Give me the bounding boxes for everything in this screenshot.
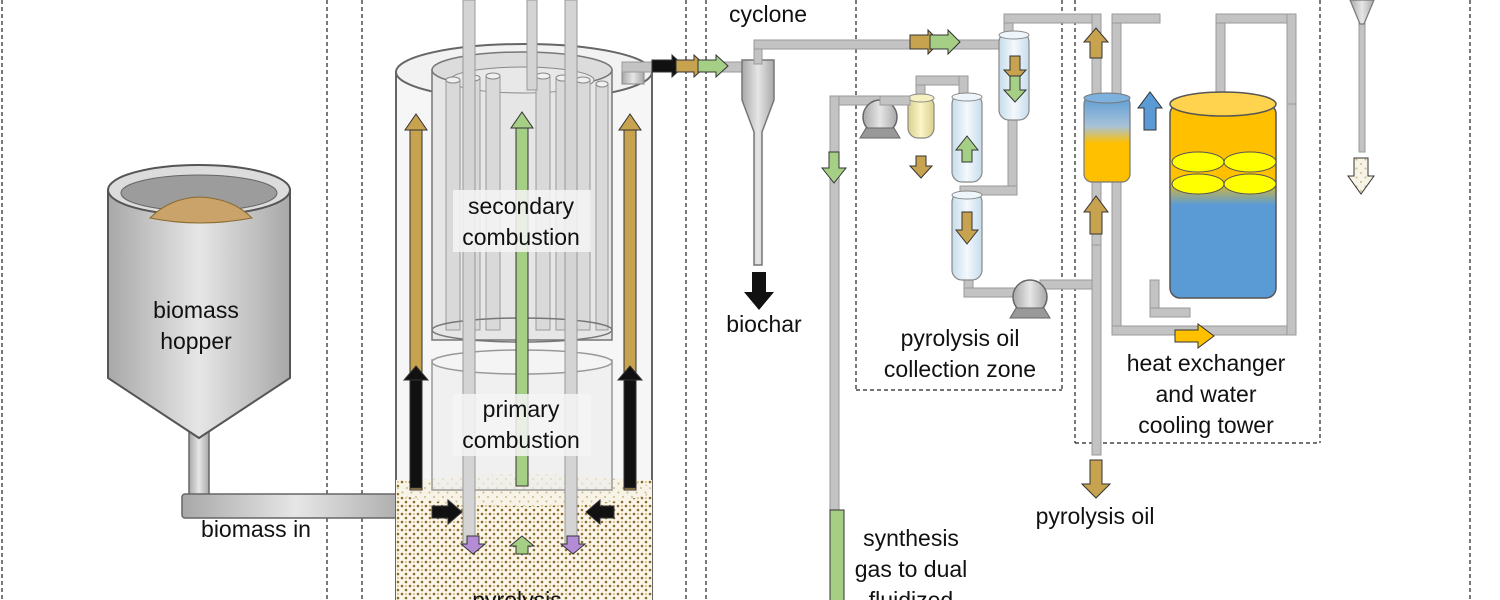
labels: cyclone biochar biomass hopper biomass i… [153, 1, 1285, 600]
biomass-in-label: biomass in [201, 516, 311, 542]
cooling-tower [1169, 91, 1277, 299]
oil-outlet-funnel [1347, 0, 1375, 195]
secondary-combustion-label-line2: combustion [462, 224, 580, 250]
cyclone [741, 39, 775, 310]
biomass-hopper-label-line2: hopper [160, 328, 232, 354]
secondary-combustion-label-line1: secondary [468, 193, 575, 219]
biomass-hopper-label-line1: biomass [153, 297, 239, 323]
pyrolysis-oil-label: pyrolysis oil [1036, 503, 1155, 529]
primary-combustion-label-line2: combustion [462, 427, 580, 453]
synthesis-gas-label-line2: gas to dual [855, 556, 968, 582]
collection-zone-arrows [820, 28, 1028, 600]
heat-exchanger-label-line2: and water [1155, 381, 1256, 407]
biomass-hopper [107, 164, 433, 525]
collection-zone-label-line2: collection zone [884, 356, 1036, 382]
primary-combustion-label-line1: primary [483, 396, 560, 422]
pyrolysis-label: pyrolysis [472, 587, 561, 600]
heat-exchanger [1080, 27, 1215, 499]
synthesis-gas-label-line1: synthesis [863, 525, 959, 551]
synthesis-gas-label-line3: fluidized [869, 587, 953, 600]
heat-exchanger-label-line3: cooling tower [1138, 412, 1274, 438]
heat-exchanger-label-line1: heat exchanger [1127, 350, 1286, 376]
outlet-arrows [651, 53, 729, 79]
cyclone-label: cyclone [729, 1, 807, 27]
biochar-label: biochar [726, 311, 802, 337]
collection-zone-label-line1: pyrolysis oil [901, 325, 1020, 351]
pumps [859, 95, 1051, 319]
